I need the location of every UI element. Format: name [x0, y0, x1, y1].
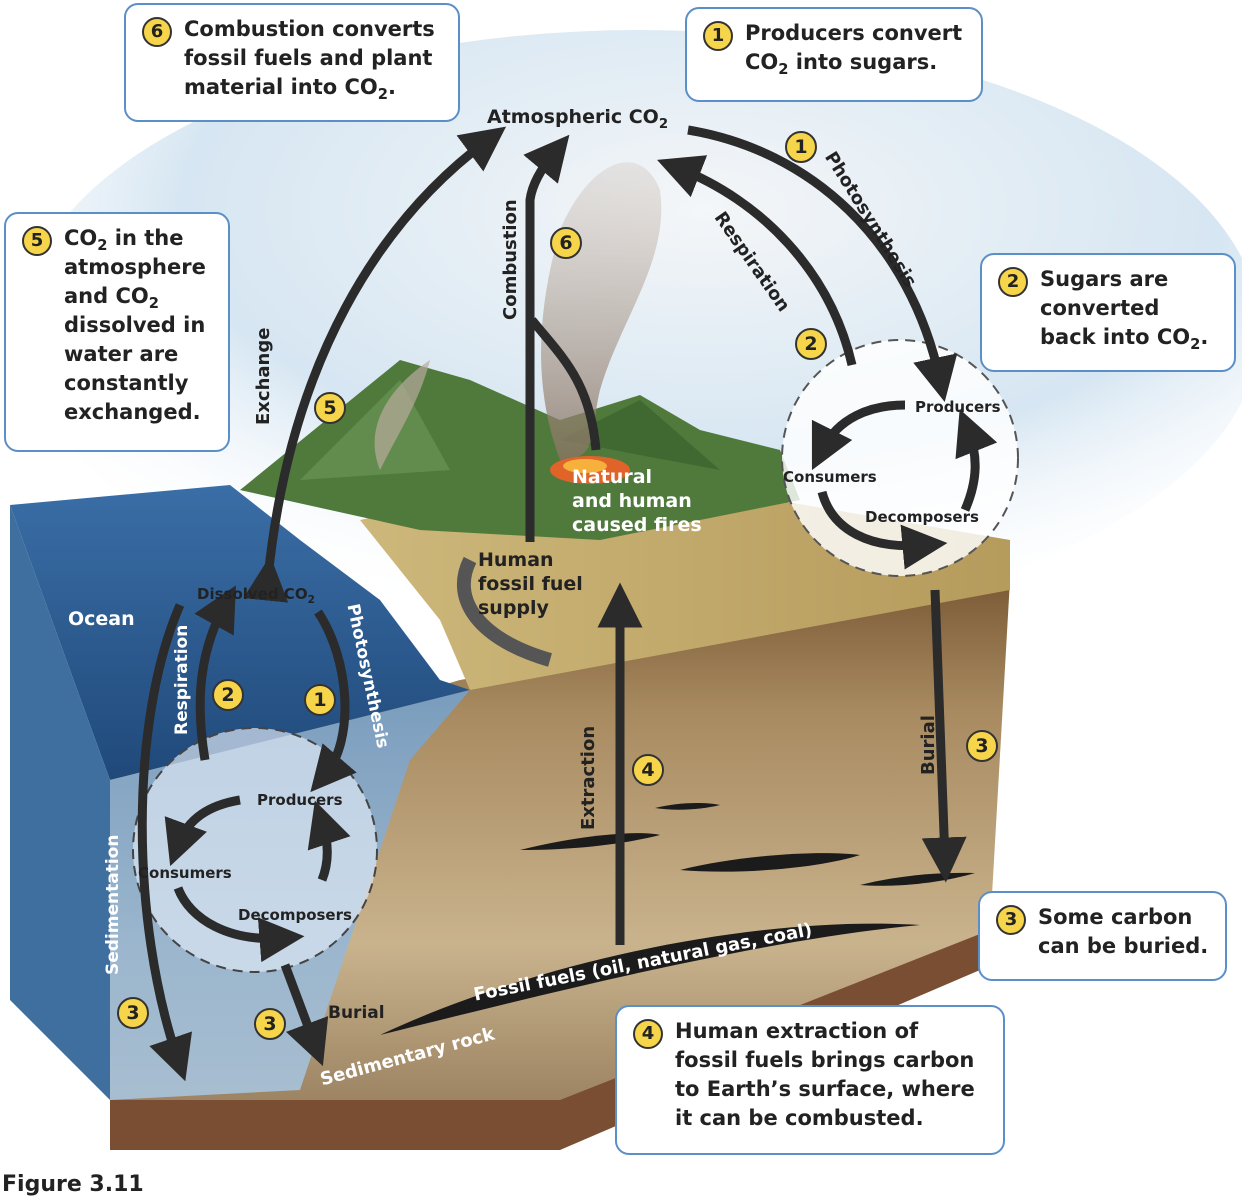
land-producers-to-consumers-arrow — [811, 400, 906, 471]
atmospheric-co2-label: Atmospheric CO2 — [487, 106, 669, 132]
land-decomposers-to-producers-arrow — [955, 409, 998, 512]
combustion-label: Combustion — [500, 199, 521, 320]
badge-combustion: 6 — [550, 227, 582, 259]
ocean-producers-label: Producers — [257, 791, 343, 809]
callout-number: 3 — [996, 905, 1026, 935]
callout-number: 4 — [633, 1019, 663, 1049]
ocean-respiration-arrow — [194, 585, 236, 761]
land-ecosystem-circle — [781, 339, 1019, 577]
badge-photosynthesis-ocean: 1 — [304, 684, 336, 716]
badge-respiration-land: 2 — [795, 328, 827, 360]
badge-respiration-ocean: 2 — [212, 679, 244, 711]
land-respiration-arrow — [657, 155, 857, 367]
ocean-consumers-to-decomposers-arrow — [173, 886, 305, 963]
badge-extraction: 4 — [632, 754, 664, 786]
ocean-burial-arrow — [280, 963, 329, 1067]
land-photosynthesis-arrow — [687, 125, 958, 402]
ocean-producers-to-consumers-arrow — [164, 795, 241, 867]
land-burial-arrow — [921, 589, 967, 883]
ocean-label: Ocean — [68, 608, 135, 630]
ocean-decomposers-to-producers-arrow — [307, 800, 351, 882]
ocean-respiration-label: Respiration — [172, 624, 192, 735]
callout-combustion: 6 Combustion converts fossil fuels and p… — [124, 3, 460, 122]
combustion-arrow — [523, 134, 570, 542]
badge-burial-land: 3 — [966, 730, 998, 762]
land-burial-label: Burial — [918, 715, 939, 775]
ocean-consumers-label: Consumers — [138, 864, 232, 882]
exchange-label: Exchange — [253, 327, 274, 425]
land-consumers-to-decomposers-arrow — [817, 490, 948, 570]
badge-exchange: 5 — [314, 392, 346, 424]
ocean-decomposers-label: Decomposers — [238, 906, 352, 924]
callout-exchange: 5 CO2 in the atmosphere and CO2 dissolve… — [4, 212, 230, 452]
callout-producers: 1 Producers convert CO2 into sugars. — [685, 7, 983, 102]
dissolved-co2-label: Dissolved CO2 — [197, 585, 315, 606]
ocean-photosynthesis-arrow — [310, 609, 357, 793]
badge-sedimentation: 3 — [117, 997, 149, 1029]
badge-photosynthesis-land: 1 — [785, 131, 817, 163]
land-producers-label: Producers — [915, 398, 1001, 416]
callout-number: 2 — [998, 267, 1028, 297]
callout-burial: 3 Some carbon can be buried. — [978, 891, 1227, 981]
exchange-arrow — [243, 126, 507, 603]
callout-extraction: 4 Human extraction of fossil fuels bring… — [615, 1005, 1005, 1155]
callout-number: 1 — [703, 21, 733, 51]
fire-branch — [528, 317, 601, 451]
sedimentation-arrow — [137, 603, 192, 1082]
sedimentation-label: Sedimentation — [103, 834, 123, 975]
callout-number: 6 — [142, 17, 172, 47]
ocean-burial-label: Burial — [328, 1003, 385, 1023]
badge-burial-ocean: 3 — [254, 1008, 286, 1040]
ocean-surface — [10, 485, 470, 780]
extraction-label: Extraction — [578, 725, 599, 830]
land-consumers-label: Consumers — [783, 468, 877, 486]
callout-number: 5 — [22, 226, 52, 256]
callout-sugars: 2 Sugars are converted back into CO2. — [980, 253, 1236, 372]
land-decomposers-label: Decomposers — [865, 508, 979, 526]
figure-caption: Figure 3.11 — [2, 1172, 144, 1197]
